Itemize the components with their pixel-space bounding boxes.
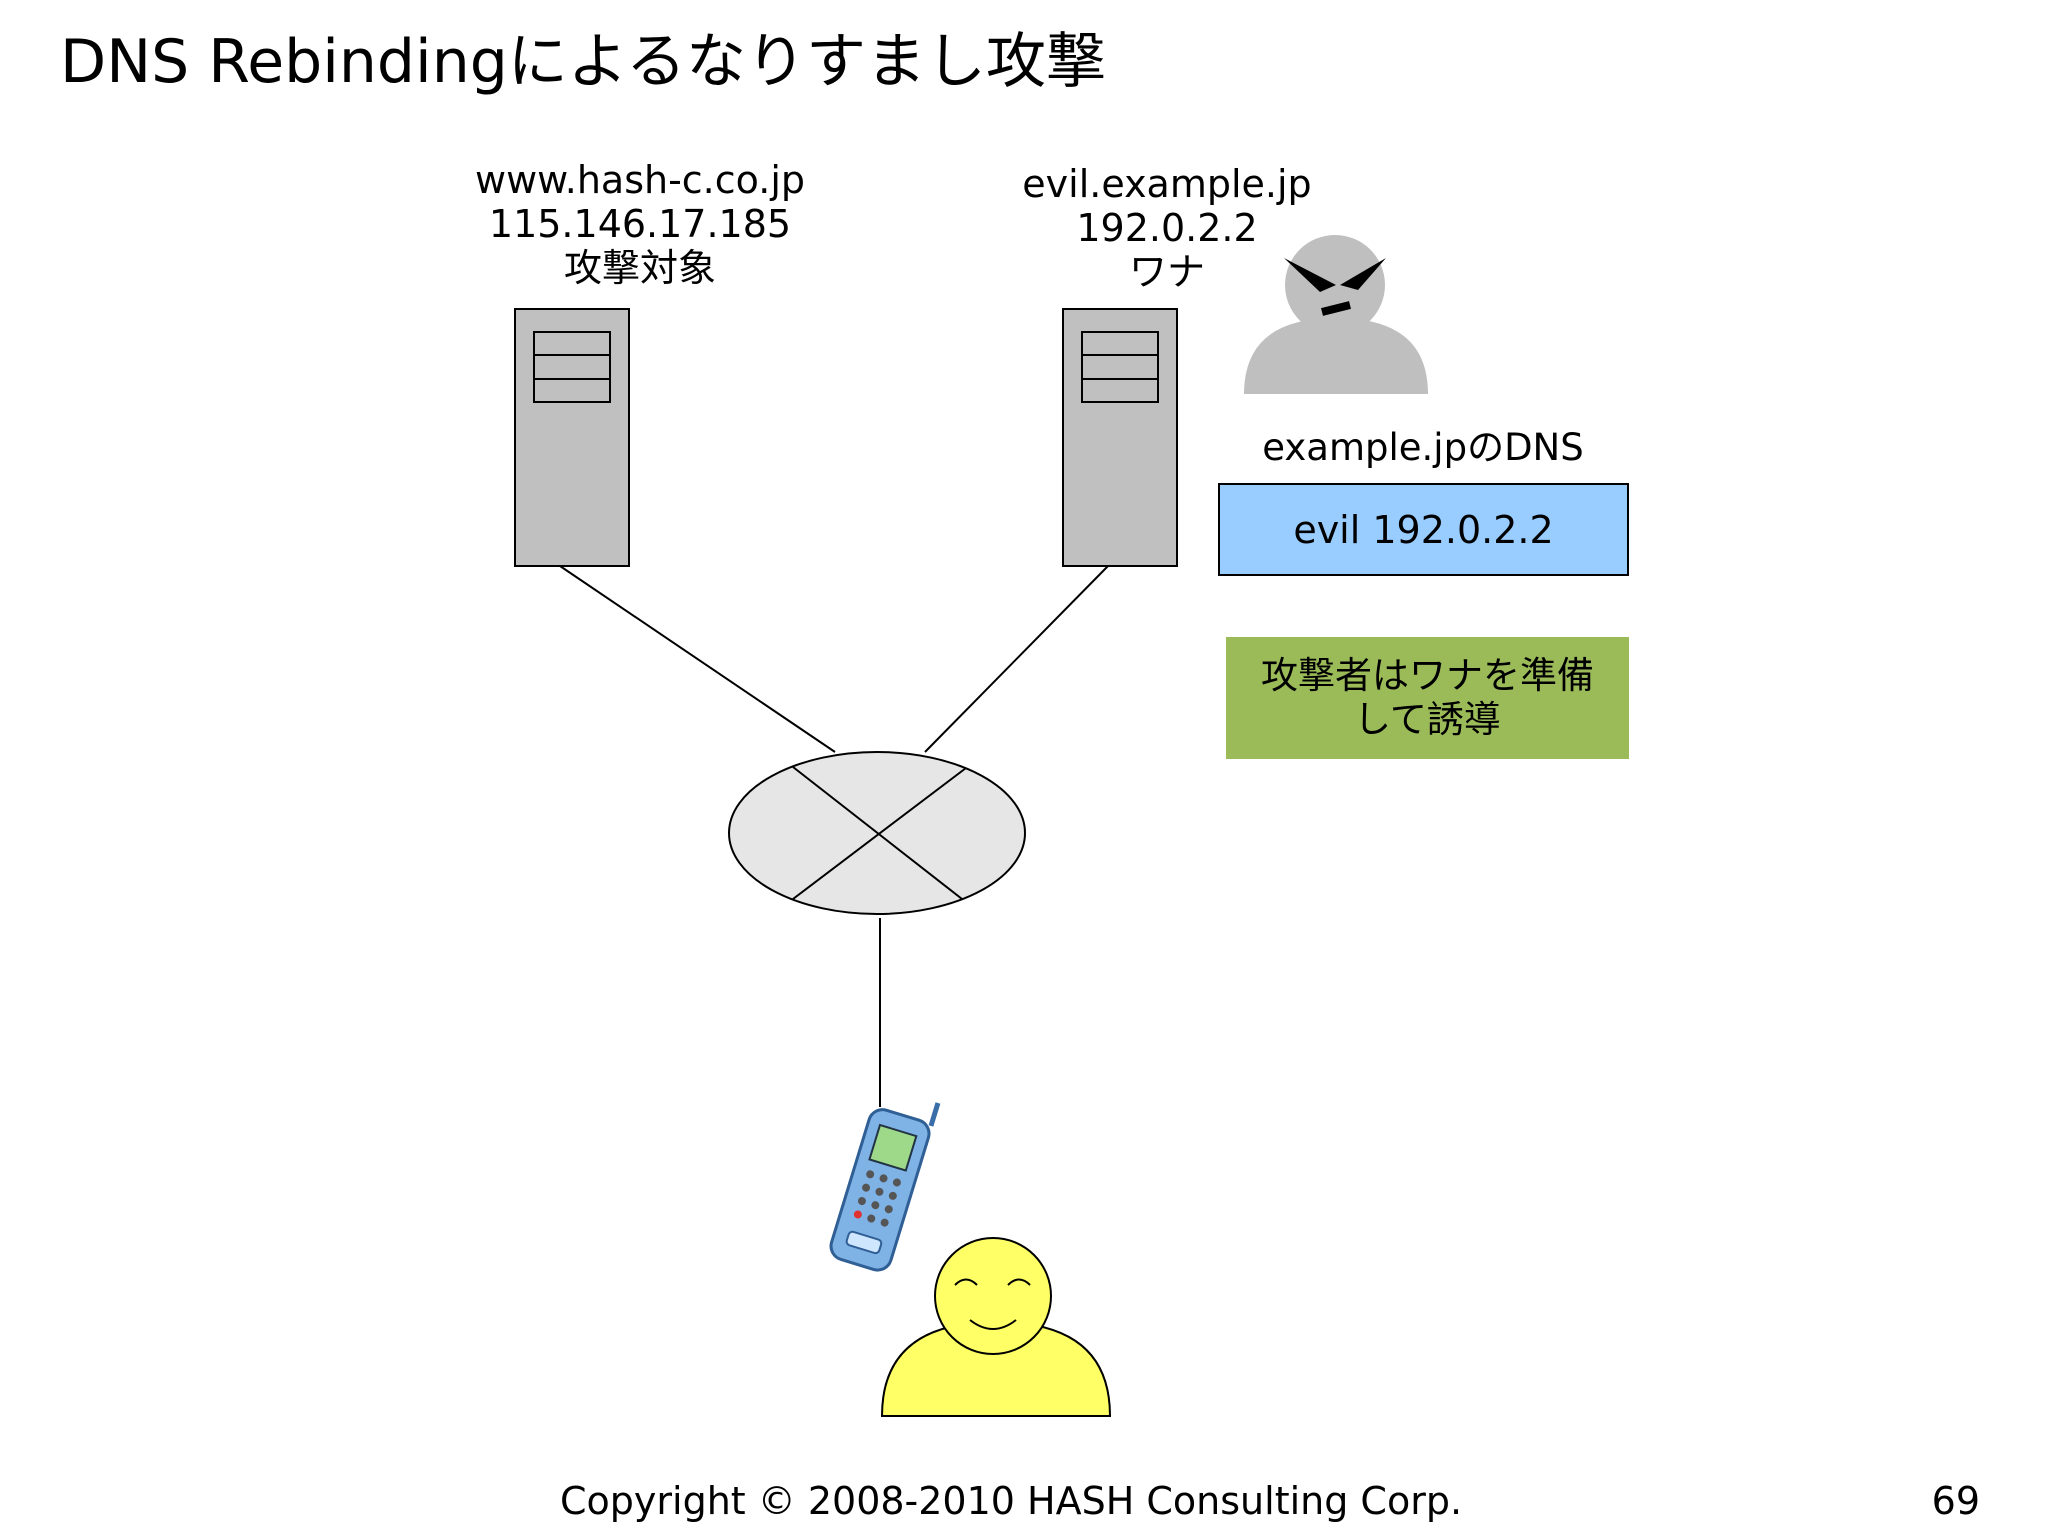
- trap-server-label: evil.example.jp 192.0.2.2 ワナ: [967, 162, 1367, 294]
- page-number: 69: [1931, 1479, 1980, 1523]
- user-icon: [880, 1237, 1112, 1417]
- target-server-label: www.hash-c.co.jp 115.146.17.185 攻撃対象: [440, 158, 840, 290]
- attacker-icon: [1244, 235, 1428, 394]
- mobile-phone-icon: [829, 1102, 941, 1272]
- note-line-1: 攻撃者はワナを準備: [1261, 654, 1594, 697]
- server-icon: [514, 308, 630, 567]
- footer-copyright: Copyright © 2008-2010 HASH Consulting Co…: [560, 1479, 1463, 1523]
- trap-role: ワナ: [1128, 250, 1205, 294]
- dns-record-box: evil 192.0.2.2: [1218, 483, 1629, 576]
- dns-caption: example.jpのDNS: [1262, 426, 1584, 469]
- dns-record: evil 192.0.2.2: [1293, 507, 1554, 552]
- link-target-router: [559, 565, 836, 753]
- server-icon: [1062, 308, 1178, 567]
- target-role: 攻撃対象: [563, 246, 716, 290]
- trap-host: evil.example.jp: [1022, 162, 1312, 206]
- target-ip: 115.146.17.185: [488, 202, 792, 246]
- slide-title: DNS Rebindingによるなりすまし攻撃: [60, 27, 1107, 97]
- attacker-note-box: 攻撃者はワナを準備 して誘導: [1226, 637, 1629, 759]
- note-line-2: して誘導: [1354, 698, 1501, 741]
- target-host: www.hash-c.co.jp: [475, 158, 805, 202]
- trap-ip: 192.0.2.2: [1076, 206, 1258, 250]
- link-trap-router: [924, 565, 1109, 753]
- router-icon: [728, 751, 1026, 915]
